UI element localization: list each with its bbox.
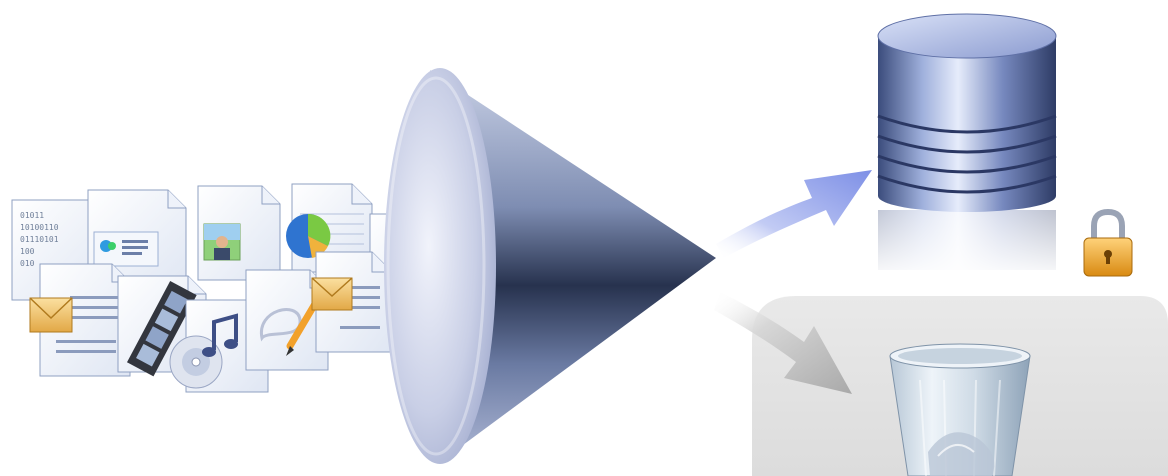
database-icon bbox=[870, 14, 1066, 280]
binary-line-3: 01110101 bbox=[20, 235, 59, 244]
recycle-bin-icon bbox=[890, 344, 1030, 476]
source-documents-cluster: 01011 10100110 01110101 100 010 bbox=[12, 184, 448, 392]
email-document-icon-2 bbox=[312, 252, 392, 352]
padlock-icon bbox=[1084, 212, 1132, 276]
email-document-icon bbox=[30, 264, 130, 376]
binary-line-4: 100 bbox=[20, 247, 35, 256]
photo-document-icon bbox=[198, 186, 280, 280]
arrow-up-right-icon bbox=[716, 170, 872, 258]
binary-line-2: 10100110 bbox=[20, 223, 59, 232]
funnel-cone-icon bbox=[384, 68, 716, 464]
binary-line-1: 01011 bbox=[20, 211, 44, 220]
binary-line-5: 010 bbox=[20, 259, 35, 268]
